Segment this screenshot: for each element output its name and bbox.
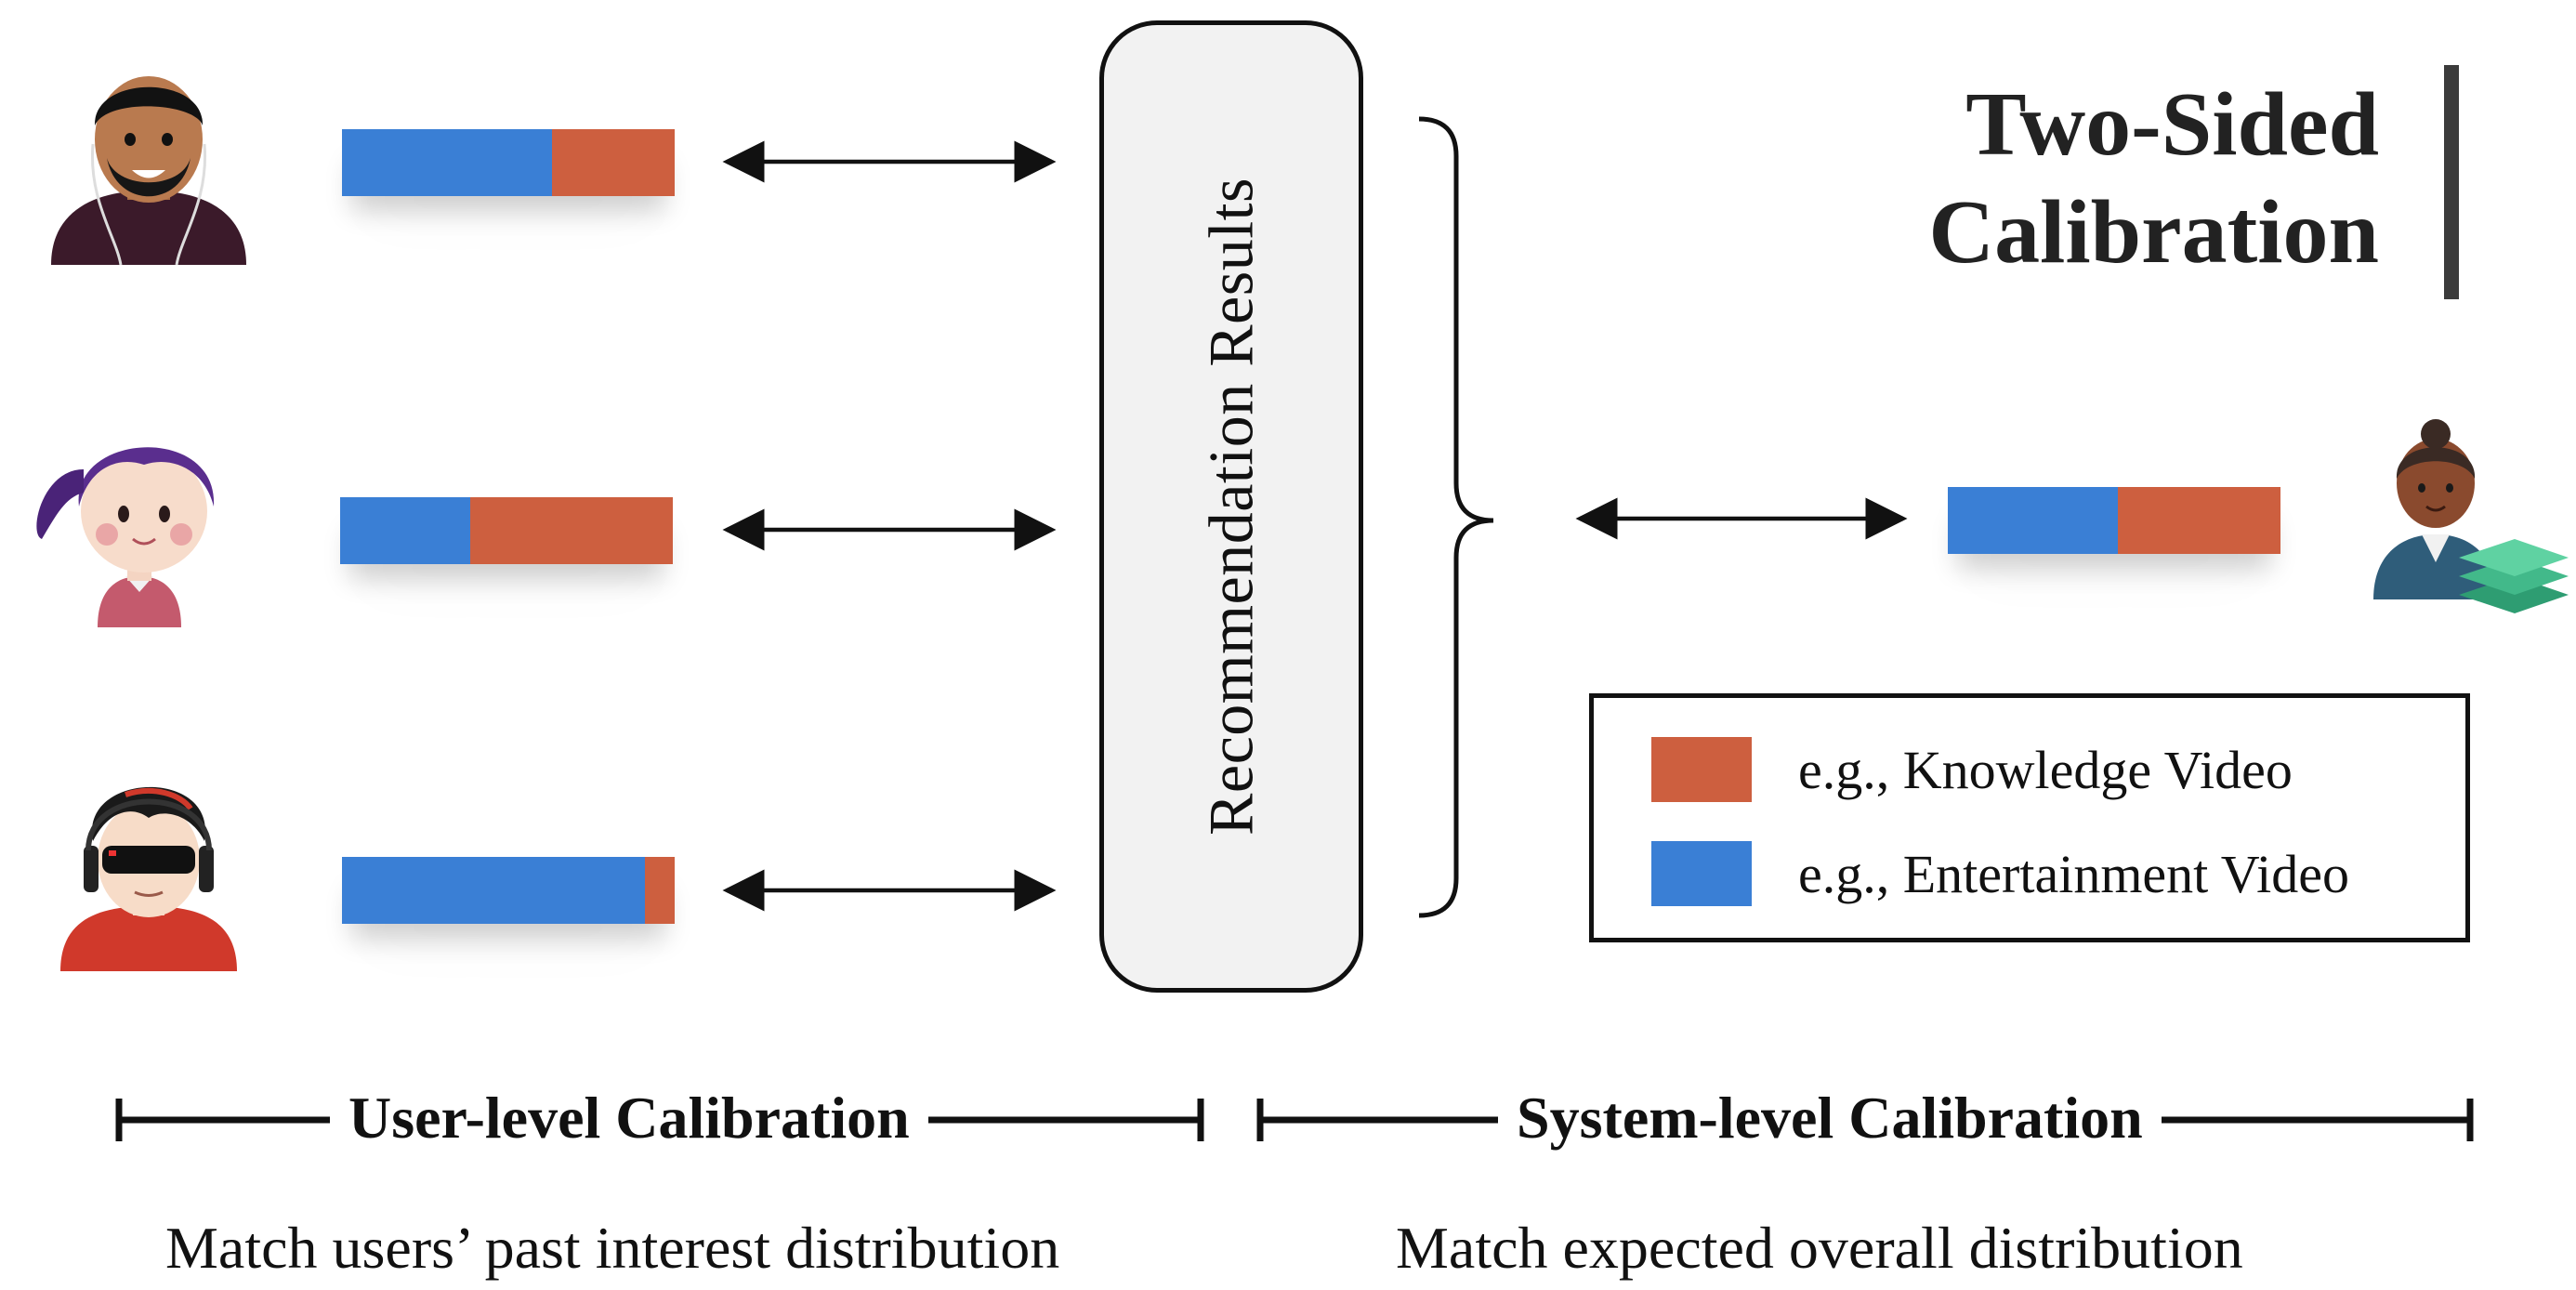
page-title: Two-Sided Calibration xyxy=(1928,71,2379,286)
knowledge-segment xyxy=(469,497,673,564)
platform-provider-icon xyxy=(2373,419,2569,613)
entertainment-segment xyxy=(1948,487,2118,554)
user-level-calibration-label: User-level Calibration xyxy=(330,1084,928,1152)
user-1-distribution-bar xyxy=(342,129,675,196)
knowledge-swatch xyxy=(1651,737,1752,802)
entertainment-segment xyxy=(342,857,645,924)
user-avatar-gamer-icon xyxy=(60,786,237,971)
recommendation-results-label: Recommendation Results xyxy=(1195,178,1267,836)
legend: e.g., Knowledge Video e.g., Entertainmen… xyxy=(1589,693,2470,942)
title-line-1: Two-Sided xyxy=(1965,74,2379,175)
user-avatar-man-icon xyxy=(51,76,246,265)
user-avatar-girl-icon xyxy=(36,447,215,627)
entertainment-segment xyxy=(342,129,552,196)
user-3-distribution-bar xyxy=(342,857,675,924)
recommendation-results-box: Recommendation Results xyxy=(1099,20,1363,993)
layers-icon xyxy=(2459,539,2569,613)
legend-item-knowledge: e.g., Knowledge Video xyxy=(1651,737,2293,802)
knowledge-segment xyxy=(644,857,675,924)
right-brace xyxy=(1418,116,1494,918)
knowledge-segment xyxy=(551,129,675,196)
user-2-distribution-bar xyxy=(340,497,673,564)
title-line-2: Calibration xyxy=(1928,182,2379,283)
legend-item-entertainment: e.g., Entertainment Video xyxy=(1651,841,2349,906)
system-level-caption: Match expected overall distribution xyxy=(1396,1215,2243,1281)
entertainment-swatch xyxy=(1651,841,1752,906)
entertainment-segment xyxy=(340,497,470,564)
legend-label-entertainment: e.g., Entertainment Video xyxy=(1798,843,2349,904)
title-divider xyxy=(2444,65,2459,299)
system-level-calibration-label: System-level Calibration xyxy=(1498,1084,2162,1152)
knowledge-segment xyxy=(2117,487,2280,554)
legend-label-knowledge: e.g., Knowledge Video xyxy=(1798,739,2293,800)
system-distribution-bar xyxy=(1948,487,2280,554)
user-level-caption: Match users’ past interest distribution xyxy=(165,1215,1060,1281)
